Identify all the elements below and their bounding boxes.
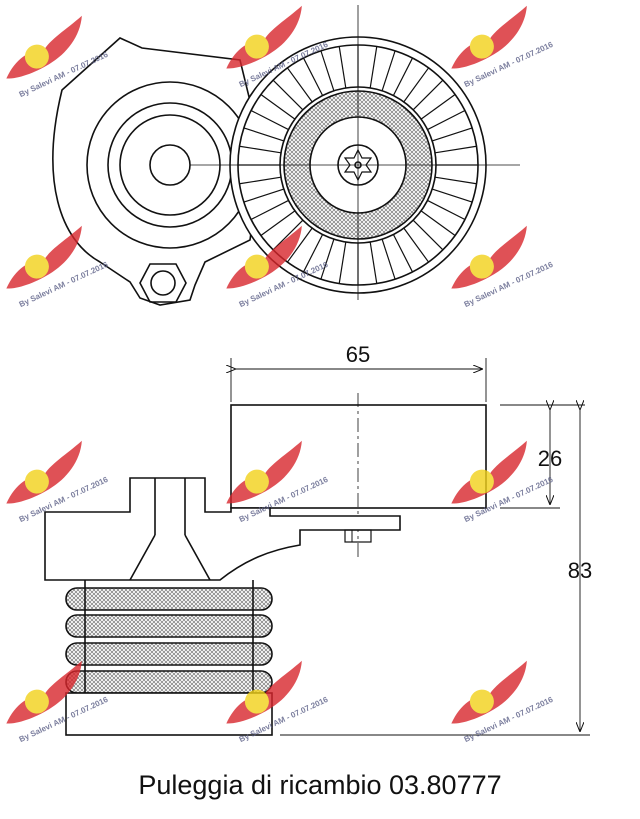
watermark-logo-wing [226,5,302,69]
pulley-spoke [302,234,324,273]
watermark-logo-badge [24,44,49,69]
spring-coil [65,614,273,638]
watermark: By Salevi AM - 07.07.2016 [6,225,110,309]
watermark-logo-badge [24,689,49,714]
pulley-spoke [381,238,396,280]
pulley-spoke [431,188,473,203]
tensioner-base [44,477,401,581]
pulley-spoke [239,176,282,185]
pulley-spoke [286,227,313,263]
pulley-spoke [434,176,477,185]
hex-nut-bore [150,270,176,296]
watermark-logo-wing [6,660,82,724]
top-view [52,5,520,306]
watermark: By Salevi AM - 07.07.2016 [451,5,555,89]
pulley-spoke [392,57,414,96]
watermark-logo-wing [6,225,82,289]
pulley-spoke [427,109,466,131]
caption: Puleggia di ricambio 03.80777 [138,770,502,800]
pulley-spoke [420,93,456,120]
watermark-logo-wing [451,660,527,724]
pulley-spoke [320,238,335,280]
watermark-logo-badge [244,34,269,59]
watermark-logo-wing [6,440,82,504]
spring-coils [65,587,273,694]
pulley-spoke [403,227,430,263]
pulley-spoke [420,210,456,237]
watermark-logo-badge [24,469,49,494]
watermark-logo-badge [244,469,269,494]
watermark-logo-wing [451,225,527,289]
pulley-spoke [286,67,313,103]
watermark-logo-badge [244,689,269,714]
watermark-logo-wing [226,660,302,724]
watermark: By Salevi AM - 07.07.2016 [6,15,110,99]
pulley-spoke [431,127,473,142]
pulley-spoke [250,109,289,131]
pulley-spoke [392,234,414,273]
pulley-spoke [302,57,324,96]
watermark-logo-badge [469,689,494,714]
watermark-logo-badge [469,469,494,494]
pulley-spoke [369,241,378,284]
pulley-spoke [260,93,296,120]
pulley-spoke [260,210,296,237]
pulley-spoke [320,50,335,92]
hex-nut [139,263,187,303]
pulley-spoke [427,199,466,221]
watermark-logo-wing [226,225,302,289]
pulley-spoke [412,79,444,111]
spring-coil [65,642,273,666]
watermark-logo-badge [469,34,494,59]
watermark-logo-wing [451,5,527,69]
watermark-logo-wing [226,440,302,504]
spring-coil [65,670,273,694]
pulley-spoke [338,241,347,284]
dim-83-label: 83 [568,558,592,583]
side-view [44,358,590,736]
pulley-spoke [250,199,289,221]
watermark-logo-badge [244,254,269,279]
pulley-spoke [403,67,430,103]
spring-coil [65,587,273,611]
pulley-spoke [338,46,347,89]
pulley-spoke [239,145,282,154]
pulley-spoke [369,46,378,89]
pulley-spoke [243,188,285,203]
watermark-logo-badge [469,254,494,279]
dim-65-label: 65 [346,342,370,367]
watermark: By Salevi AM - 07.07.2016 [451,660,555,744]
watermark-logo-wing [451,440,527,504]
pulley-spoke [272,79,304,111]
dim-26-label: 26 [538,446,562,471]
pulley-spoke [412,219,444,251]
stem-cone [129,534,211,581]
pulley-spoke [272,219,304,251]
arm-pivot-bore [149,144,191,186]
pulley-spoke [434,145,477,154]
pulley-bolt [344,529,372,543]
watermark-logo-badge [24,254,49,279]
pulley-spoke [243,127,285,142]
pulley-spoke [381,50,396,92]
pulley-side-body [230,404,487,509]
watermark-logo-wing [6,15,82,79]
